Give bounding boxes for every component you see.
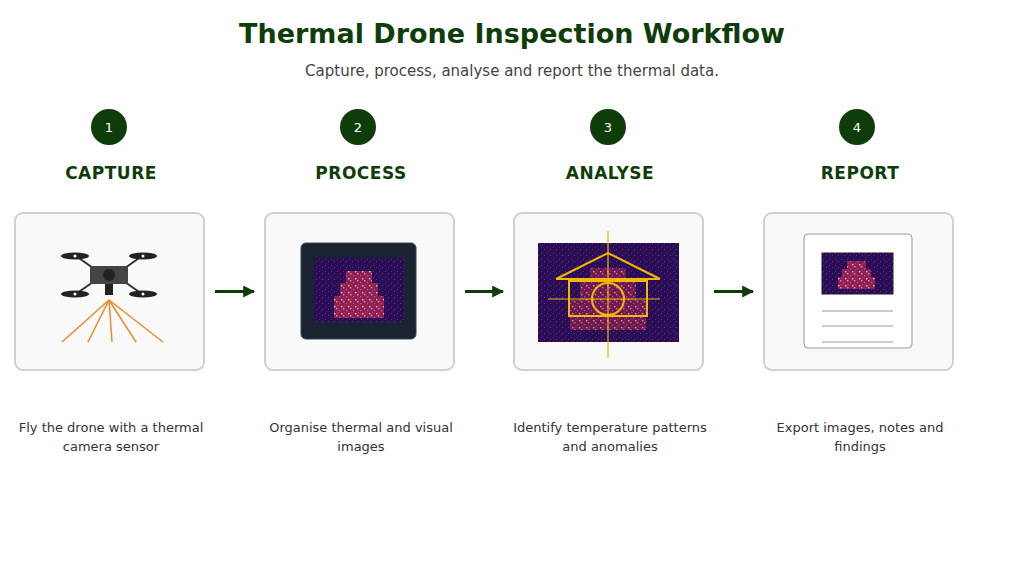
rotor-hub bbox=[142, 255, 145, 258]
thermal-hotspots bbox=[570, 268, 646, 330]
step-heading: CAPTURE bbox=[0, 162, 226, 184]
rotor-hub bbox=[142, 293, 145, 296]
thermal-noise bbox=[822, 253, 893, 294]
step-number: 1 bbox=[105, 120, 113, 135]
analysis-overlay bbox=[548, 231, 660, 358]
text-line bbox=[822, 342, 893, 343]
thermal-image bbox=[538, 243, 679, 342]
drone-illustration bbox=[61, 253, 163, 343]
rotor bbox=[129, 253, 157, 260]
step-card: REPORTExport images, notes and findings bbox=[763, 212, 954, 371]
wall-outline bbox=[569, 281, 647, 316]
step-card: CAPTUREFly the drone with a thermal came… bbox=[14, 212, 205, 371]
rotor-hub bbox=[74, 255, 77, 258]
report-illustration bbox=[804, 234, 912, 348]
arm bbox=[125, 282, 142, 294]
thermal-building bbox=[838, 261, 875, 289]
thermal-image bbox=[314, 258, 404, 322]
crosshair bbox=[548, 298, 660, 299]
step-description: Organise thermal and visual images bbox=[251, 418, 471, 456]
anomaly-marker bbox=[592, 283, 624, 315]
report-text-lines bbox=[822, 311, 893, 342]
gimbal bbox=[105, 284, 113, 295]
step-number-circle: 2 bbox=[340, 109, 376, 145]
tablet-illustration bbox=[301, 243, 416, 339]
step-description: Fly the drone with a thermal camera sens… bbox=[1, 418, 221, 456]
rotor bbox=[61, 253, 89, 260]
flow-arrow bbox=[215, 290, 254, 293]
flow-arrow bbox=[714, 290, 753, 293]
step-number-circle: 1 bbox=[91, 109, 127, 145]
beam bbox=[109, 300, 163, 342]
thermal-noise bbox=[538, 243, 679, 342]
roof-outline bbox=[556, 253, 660, 279]
report-page bbox=[804, 234, 912, 348]
tablet-frame bbox=[301, 243, 416, 339]
report-image bbox=[822, 253, 893, 294]
beam bbox=[88, 300, 109, 342]
step-number: 3 bbox=[604, 120, 612, 135]
step-description: Identify temperature patterns and anomal… bbox=[500, 418, 720, 456]
drone-body bbox=[90, 266, 128, 284]
rotor bbox=[61, 291, 89, 298]
arm bbox=[76, 256, 93, 268]
crosshair bbox=[607, 231, 608, 358]
thermal-building bbox=[334, 271, 384, 318]
roof-base bbox=[556, 278, 660, 280]
sensor-beams bbox=[62, 300, 163, 342]
beam bbox=[109, 300, 136, 342]
step-heading: PROCESS bbox=[246, 162, 476, 184]
thermal-building bbox=[570, 268, 646, 330]
step-card: PROCESSOrganise thermal and visual image… bbox=[264, 212, 455, 371]
drone-camera bbox=[103, 269, 115, 281]
step-number: 2 bbox=[354, 120, 362, 135]
beam bbox=[109, 300, 112, 342]
flow-arrow bbox=[465, 290, 503, 293]
thermal-noise bbox=[314, 258, 404, 322]
step-number-circle: 3 bbox=[590, 109, 626, 145]
rotor-hub bbox=[74, 293, 77, 296]
arm bbox=[76, 282, 93, 294]
step-heading: REPORT bbox=[745, 162, 975, 184]
drone-arms bbox=[76, 256, 142, 294]
rotor bbox=[129, 291, 157, 298]
step-number-circle: 4 bbox=[839, 109, 875, 145]
text-line bbox=[822, 311, 893, 312]
diagram-title: Thermal Drone Inspection Workflow bbox=[0, 14, 1024, 54]
beam bbox=[62, 300, 109, 342]
step-number: 4 bbox=[853, 120, 861, 135]
text-line bbox=[822, 326, 893, 327]
subtitle: Capture, process, analyse and report the… bbox=[0, 60, 1024, 82]
step-description: Export images, notes and findings bbox=[750, 418, 970, 456]
thermal-hotspots bbox=[838, 261, 875, 289]
step-heading: ANALYSE bbox=[495, 162, 725, 184]
step-card: ANALYSEIdentify temperature patterns and… bbox=[513, 212, 704, 371]
arm bbox=[125, 256, 142, 268]
thermal-hotspots bbox=[334, 271, 384, 318]
analysis-illustration bbox=[538, 231, 679, 358]
